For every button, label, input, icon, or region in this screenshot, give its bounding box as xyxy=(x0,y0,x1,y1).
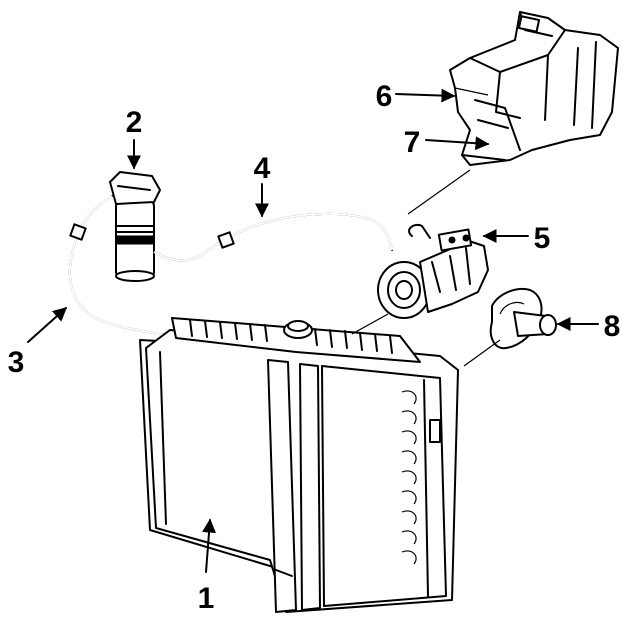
arrow-3 xyxy=(27,307,68,343)
callout-4: 4 xyxy=(254,152,271,185)
evaporator-housing xyxy=(449,11,619,166)
callout-arrows xyxy=(27,88,599,573)
leader-radiator-to-clutch xyxy=(463,339,501,367)
callout-3: 3 xyxy=(8,346,25,379)
callout-2: 2 xyxy=(126,106,143,139)
callout-7: 7 xyxy=(404,126,421,159)
liquid-line-hose xyxy=(68,195,169,337)
condenser-radiator xyxy=(139,317,459,613)
clutch-part xyxy=(489,288,557,350)
arrow-7 xyxy=(425,136,490,151)
top-tank-ribs xyxy=(189,319,393,354)
arrow-1 xyxy=(202,518,217,573)
callout-6: 6 xyxy=(376,80,393,113)
callout-5: 5 xyxy=(534,222,551,255)
core-tubes xyxy=(401,390,417,565)
leader-evap-to-compressor xyxy=(407,169,471,215)
callout-1: 1 xyxy=(198,582,215,615)
leader-radiator-to-compressor xyxy=(351,313,389,335)
receiver-drier xyxy=(109,171,161,282)
leader-lines xyxy=(351,169,501,367)
callout-8: 8 xyxy=(604,310,621,343)
pressure-line-hose xyxy=(153,212,393,262)
arrow-6 xyxy=(395,88,456,103)
compressor xyxy=(377,224,489,319)
callout-labels: 1 2 3 4 5 6 7 8 xyxy=(8,80,621,615)
